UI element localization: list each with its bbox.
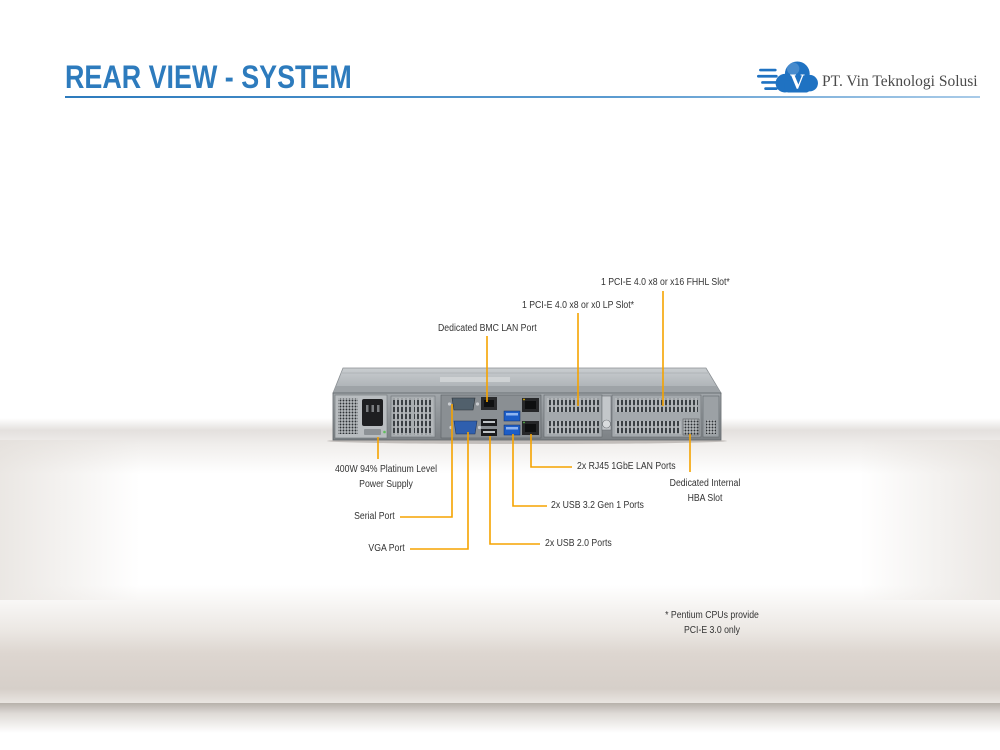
rj45-lan-port-led: [523, 421, 525, 424]
vent-panel-grille: [414, 398, 433, 435]
side-vent-grille: [706, 420, 716, 434]
footnote-line: * Pentium CPUs provide: [665, 610, 759, 621]
logo-cloud-base: [784, 80, 810, 93]
background-table-shadow: [0, 703, 1000, 733]
riser-thumbscrew-bracket: [601, 395, 612, 431]
label-hba-slot-line: HBA Slot: [687, 493, 723, 504]
background-side-vignette: [0, 440, 1000, 600]
lp-slot-vent: [547, 421, 599, 434]
logo-speed-line: [764, 87, 778, 90]
label-hba-slot: Dedicated Internal HBA Slot: [662, 476, 749, 506]
riser-thumbscrew: [601, 395, 612, 431]
footnote: * Pentium CPUs provide PCI-E 3.0 only: [660, 608, 764, 638]
top-cover-front-lip: [333, 386, 721, 393]
usb3-port: [503, 410, 521, 422]
serial-port-screw: [447, 402, 452, 406]
callout-line-usb3-ports: [512, 434, 547, 507]
vga-port-shell: [453, 420, 478, 435]
company-name: PT. Vin Teknologi Solusi: [822, 73, 978, 90]
logo-speed-line: [759, 68, 777, 72]
label-vga-port: VGA Port: [368, 543, 405, 554]
logo-speed-line: [757, 74, 778, 78]
callout-line-serial-port: [400, 404, 453, 518]
usb3-port-tongue: [506, 427, 518, 430]
bmc-lan-port: [481, 397, 497, 410]
footnote-line: PCI-E 3.0 only: [683, 625, 741, 636]
label-power-supply: 400W 94% Platinum Level Power Supply: [329, 462, 442, 492]
chassis-side-vent: [702, 395, 720, 438]
power-socket-pin: [371, 405, 374, 412]
usb2-port-tongue: [483, 421, 495, 423]
serial-port: [447, 397, 480, 411]
power-supply-module: [334, 394, 388, 439]
usb3-port: [503, 424, 521, 436]
logo-cloud: [775, 61, 818, 93]
vga-port: [449, 420, 482, 435]
serial-port-screw: [475, 402, 480, 406]
label-hba-slot-line: Dedicated Internal: [669, 478, 741, 489]
serial-port-shell: [451, 397, 476, 411]
usb2-ports: [481, 419, 497, 436]
fhhl-slot-vent: [615, 421, 681, 434]
logo-speed-line: [761, 81, 778, 84]
cloud-v-logo-icon: V: [757, 61, 818, 93]
label-bmc-lan-port: Dedicated BMC LAN Port: [438, 323, 537, 334]
label-power-supply-line: Power Supply: [359, 479, 413, 490]
label-usb3-ports: 2x USB 3.2 Gen 1 Ports: [551, 500, 644, 511]
power-socket: [362, 399, 383, 426]
label-lp-slot: 1 PCI-E 4.0 x8 or x0 LP Slot*: [522, 300, 635, 311]
callout-line-rj45-lan-ports: [530, 434, 572, 468]
rj45-lan-port-opening: [525, 424, 536, 432]
label-usb2-ports: 2x USB 2.0 Ports: [545, 538, 612, 549]
io-shield: [440, 394, 542, 439]
background-table-band: [0, 585, 1000, 703]
page-title: REAR VIEW - SYSTEM: [65, 59, 352, 95]
psu-fan-grille: [338, 398, 358, 434]
usb2-port-tongue: [483, 431, 495, 433]
rj45-lan-port-led: [523, 398, 525, 401]
rj45-lan-ports: [522, 398, 539, 435]
vent-panel-grille: [393, 398, 411, 435]
fhhl-slot-vent: [615, 398, 698, 412]
callout-lines: [377, 291, 691, 550]
bmc-lan-port-opening: [484, 400, 494, 407]
label-power-supply-line: 400W 94% Platinum Level: [334, 464, 438, 475]
riser-thumbscrew-head: [602, 419, 611, 429]
hba-slot-grille: [682, 418, 700, 436]
pcie-lp-slot-bracket: [543, 394, 603, 438]
psu-status-led: [383, 430, 386, 434]
label-rj45-lan-ports: 2x RJ45 1GbE LAN Ports: [577, 461, 676, 472]
internal-hba-slot: [682, 418, 700, 436]
lp-slot-vent: [547, 398, 599, 412]
power-socket-pin: [377, 405, 380, 412]
callout-line-vga-port: [410, 432, 469, 550]
usb3-port-tongue: [506, 413, 518, 416]
vga-port-screw: [477, 425, 482, 430]
power-socket-pin: [366, 405, 369, 412]
rj45-lan-port-opening: [525, 401, 536, 409]
usb3-ports: [503, 410, 521, 436]
top-cover-label: [440, 377, 510, 382]
logo-cloud-highlight: [786, 62, 800, 75]
psu-handle: [364, 429, 381, 435]
callout-line-usb2-ports: [489, 436, 540, 545]
title-underline: [65, 96, 980, 98]
chassis-vent-panel: [390, 395, 436, 438]
logo-letter: V: [790, 71, 805, 93]
label-serial-port: Serial Port: [354, 511, 395, 522]
label-fhhl-slot: 1 PCI-E 4.0 x8 or x16 FHHL Slot*: [601, 277, 730, 288]
